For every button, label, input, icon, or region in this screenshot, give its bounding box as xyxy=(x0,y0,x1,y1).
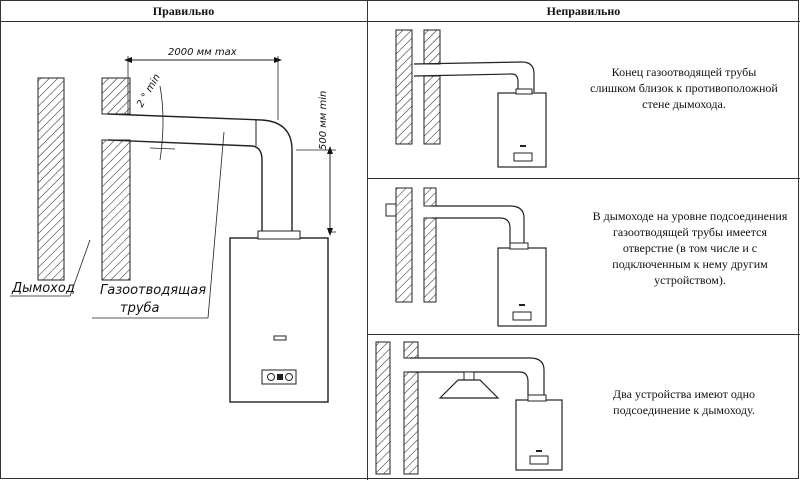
p2-boiler-indicator xyxy=(519,304,525,306)
p1-chimney-wall-left xyxy=(395,29,413,145)
flue-pipe-top-edge xyxy=(107,113,293,232)
p2-boiler-outlet xyxy=(509,242,529,250)
p3-pipe-top xyxy=(410,357,545,396)
p3-boiler-outlet xyxy=(527,394,547,402)
p3-hood-neck xyxy=(463,371,475,381)
dim-length-label: 2000 мм max xyxy=(168,47,237,58)
p2-chimney-wall-right-lower xyxy=(423,217,437,303)
row-divider-2 xyxy=(367,334,800,335)
incorrect-drawing-1 xyxy=(395,29,547,168)
flue-pipe-label-2: труба xyxy=(120,301,160,316)
flue-leader xyxy=(207,131,225,319)
boiler-indicator xyxy=(273,335,287,341)
header-correct: Правильно xyxy=(0,0,367,22)
boiler-knob-left xyxy=(267,373,275,381)
row-divider-1 xyxy=(367,178,800,179)
dim-slope-label: 2 ° min xyxy=(135,72,163,109)
panel3-description: Два устройства имеют одно подсоединение … xyxy=(612,387,756,417)
panel2-description: В дымоходе на уровне подсоединения газоо… xyxy=(592,209,788,287)
boiler-outlet xyxy=(257,230,301,240)
p2-pipe-top xyxy=(432,205,525,246)
p2-side-opening xyxy=(385,203,397,217)
p1-pipe-bottom xyxy=(413,73,519,92)
p3-boiler-indicator xyxy=(536,450,542,452)
chimney-wall-right-upper xyxy=(101,77,131,115)
p1-boiler-outlet xyxy=(515,88,533,95)
dim-slope-arc xyxy=(159,85,164,161)
column-divider xyxy=(367,0,368,480)
correct-installation-drawing: 2000 мм max 500 мм min 2 ° min Дымоход Г… xyxy=(10,47,336,403)
header-incorrect: Неправильно xyxy=(367,0,800,22)
chimney-leader xyxy=(69,239,91,297)
p3-chimney-wall-right-lower xyxy=(403,371,419,475)
p1-chimney-wall-right-upper xyxy=(423,29,441,65)
flue-pipe-label-1: Газоотводящая xyxy=(100,283,206,298)
incorrect-drawing-3 xyxy=(375,341,563,475)
p3-chimney-wall-right-upper xyxy=(403,341,419,359)
flue-pipe-bottom-edge xyxy=(107,139,263,232)
p1-pipe-top xyxy=(413,61,535,92)
p1-chimney-wall-right-lower xyxy=(423,75,441,145)
p1-boiler-panel xyxy=(513,152,533,162)
dim-slope-ref xyxy=(149,147,176,150)
p3-extractor-hood xyxy=(438,379,500,399)
p2-boiler-panel xyxy=(512,311,532,321)
p3-chimney-wall-left xyxy=(375,341,391,475)
p2-pipe-bottom xyxy=(432,217,511,246)
p1-boiler-indicator xyxy=(520,145,526,147)
boiler-display xyxy=(277,374,283,380)
p2-chimney-wall-right-upper xyxy=(423,187,437,207)
chimney-wall-left xyxy=(37,77,65,281)
incorrect-drawing-2 xyxy=(385,187,547,327)
p3-pipe-bottom xyxy=(410,371,529,396)
chimney-label: Дымоход xyxy=(11,281,75,296)
panel1-description: Конец газоотводящей трубы слишком близок… xyxy=(590,65,778,111)
dim-height-label: 500 мм min xyxy=(318,91,329,150)
chimney-wall-right-lower xyxy=(101,139,131,281)
boiler-knob-right xyxy=(285,373,293,381)
p3-boiler-panel xyxy=(529,455,549,465)
p2-chimney-wall-left xyxy=(395,187,413,303)
